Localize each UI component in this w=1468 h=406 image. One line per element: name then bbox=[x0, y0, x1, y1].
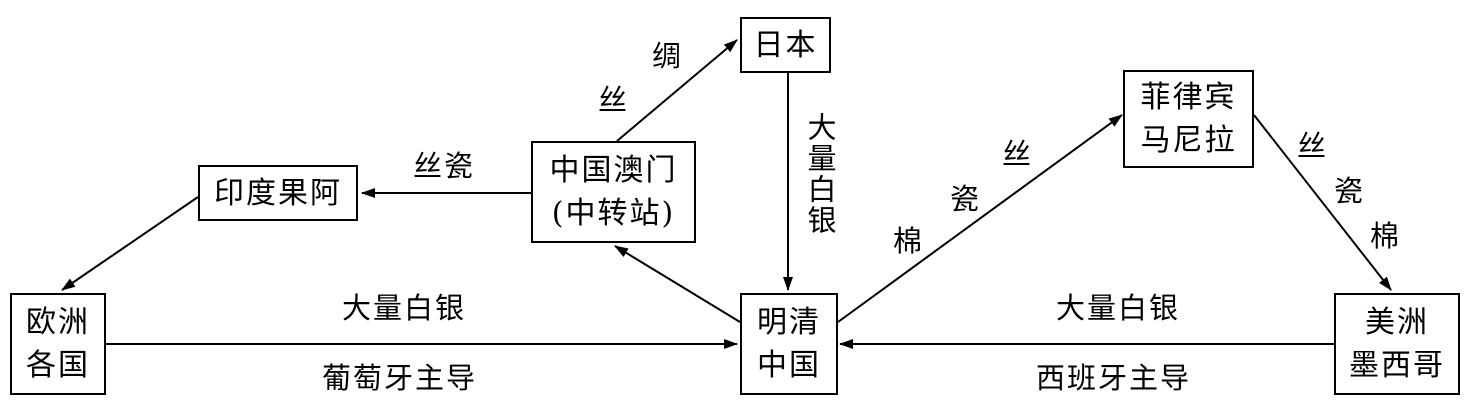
node-americas-line1: 美洲 bbox=[1365, 305, 1429, 340]
arrow-china-to-manila bbox=[837, 114, 1123, 323]
label-china-manila-3: 丝 bbox=[1002, 137, 1034, 171]
node-europe-line1: 欧洲 bbox=[26, 305, 90, 340]
label-macau-india: 丝瓷 bbox=[413, 149, 476, 183]
node-japan-label: 日本 bbox=[753, 27, 818, 63]
arrow-macau-to-japan bbox=[616, 39, 738, 142]
node-china-line1: 明清 bbox=[757, 305, 821, 340]
node-manila-line1: 菲律宾 bbox=[1140, 80, 1237, 115]
label-macau-japan-1: 丝 bbox=[598, 83, 630, 117]
label-japan-china: 大量白银 bbox=[803, 112, 837, 236]
node-manila-line2: 马尼拉 bbox=[1140, 123, 1237, 158]
label-macau-japan-2: 绸 bbox=[652, 39, 684, 73]
node-china: 明清 中国 bbox=[740, 293, 838, 395]
label-china-manila-2: 瓷 bbox=[950, 182, 982, 216]
label-manila-americas-2: 瓷 bbox=[1334, 174, 1366, 208]
label-europe-china-bottom: 葡萄牙主导 bbox=[322, 361, 478, 395]
arrow-china-to-macau bbox=[614, 245, 741, 323]
node-china-line2: 中国 bbox=[757, 348, 821, 383]
node-europe-line2: 各国 bbox=[26, 348, 90, 383]
node-macau: 中国澳门 (中转站) bbox=[531, 141, 696, 243]
node-macau-line2: (中转站) bbox=[551, 196, 676, 231]
arrow-india-to-europe bbox=[61, 196, 199, 291]
node-india: 印度果阿 bbox=[198, 165, 358, 221]
node-americas: 美洲 墨西哥 bbox=[1334, 293, 1460, 395]
node-india-label: 印度果阿 bbox=[214, 175, 342, 211]
label-manila-americas-1: 丝 bbox=[1297, 129, 1329, 163]
arrow-manila-to-americas bbox=[1253, 114, 1392, 291]
label-americas-china-top: 大量白银 bbox=[1056, 291, 1181, 325]
node-macau-line1: 中国澳门 bbox=[549, 153, 678, 188]
label-europe-china-top: 大量白银 bbox=[342, 291, 467, 325]
node-manila: 菲律宾 马尼拉 bbox=[1123, 70, 1254, 168]
label-manila-americas-3: 棉 bbox=[1370, 219, 1402, 253]
label-americas-china-bottom: 西班牙主导 bbox=[1036, 361, 1192, 395]
node-japan: 日本 bbox=[740, 17, 831, 73]
node-americas-line2: 墨西哥 bbox=[1349, 348, 1445, 383]
node-europe: 欧洲 各国 bbox=[10, 293, 106, 395]
label-china-manila-1: 棉 bbox=[893, 224, 925, 258]
